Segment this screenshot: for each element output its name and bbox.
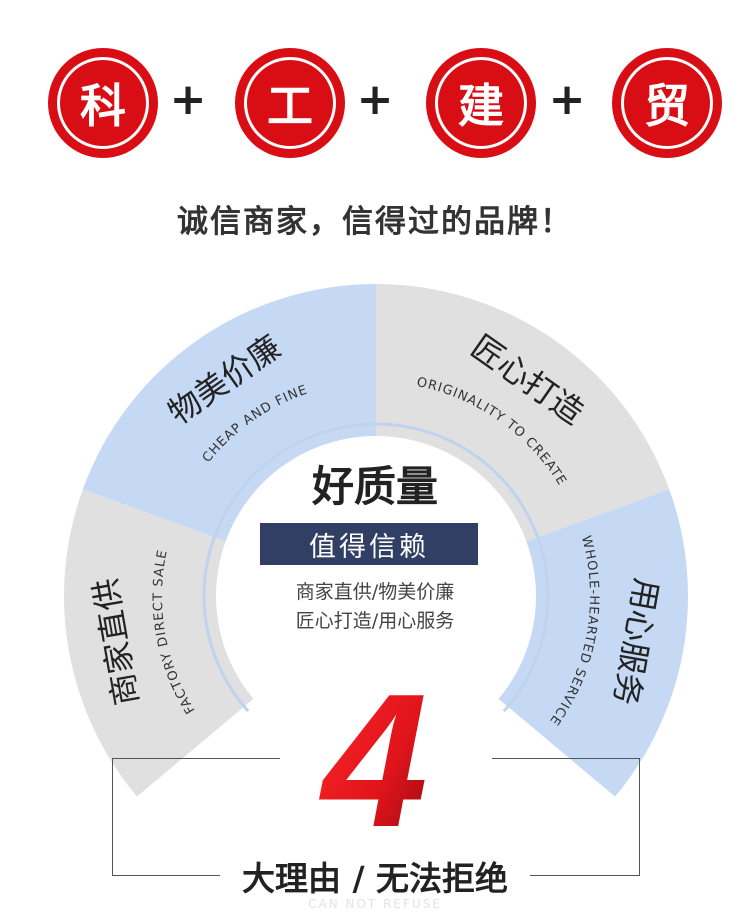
- center-line-2: 匠心打造/用心服务: [295, 610, 455, 632]
- plus-sign: +: [548, 74, 586, 125]
- badge-ke: 科: [48, 48, 158, 158]
- plus-sign: +: [169, 74, 207, 125]
- badge-ring: [621, 57, 713, 149]
- svg-text:4: 4: [318, 676, 428, 846]
- badge-ring: [57, 57, 149, 149]
- badge-char: 贸: [644, 79, 690, 133]
- badge-char: 科: [80, 79, 126, 133]
- badge-char: 工: [267, 79, 313, 133]
- bracket-line-right: [492, 758, 640, 759]
- badge-char: 建: [458, 79, 504, 133]
- center-title: 好质量: [311, 462, 438, 511]
- bracket-line-left: [112, 758, 280, 759]
- inner-ring: [202, 422, 550, 713]
- center-line-1: 商家直供/物美价廉: [295, 581, 455, 603]
- segment-originality: [376, 284, 670, 542]
- badge-mao: 贸: [612, 48, 722, 158]
- segment-cheap-fine: [82, 284, 376, 542]
- big-number-4: 4: [318, 676, 428, 846]
- badge-ring: [244, 57, 336, 149]
- badge-ring: [435, 57, 527, 149]
- badge-gong: 工: [235, 48, 345, 158]
- plus-sign: +: [356, 74, 394, 125]
- watermark-text: CAN NOT REFUSE: [308, 897, 442, 911]
- slogan-heading: 诚信商家，信得过的品牌！: [177, 204, 573, 240]
- badge-jian: 建: [426, 48, 536, 158]
- center-band: 值得信赖: [260, 523, 478, 565]
- reasons-label-text: 大理由 / 无法拒绝: [219, 859, 531, 898]
- reasons-label: 大理由 / 无法拒绝: [0, 852, 750, 900]
